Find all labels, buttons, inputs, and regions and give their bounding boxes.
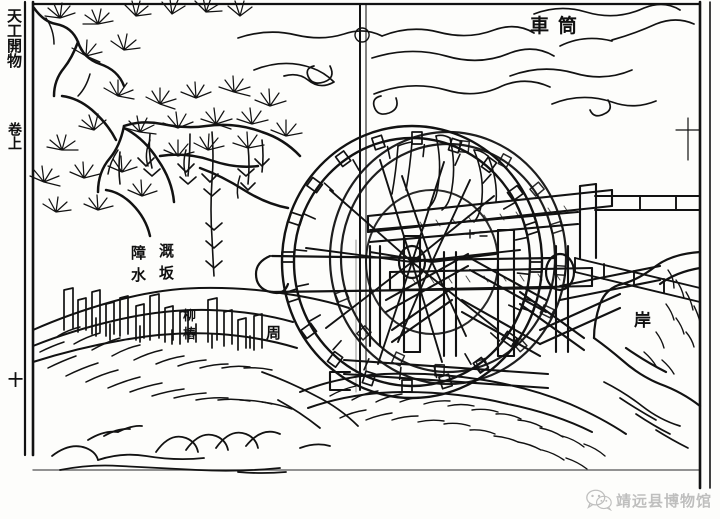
water-ripples: [51, 424, 331, 474]
river-bank-right: [592, 250, 702, 449]
label-an: 岸: [634, 310, 651, 331]
plate-title: 車 筒: [530, 14, 577, 37]
label-gai-ban-2: 坂: [159, 264, 175, 282]
wooden-stake-fence: [63, 287, 263, 351]
pine-tree: [29, 0, 303, 277]
sky-clouds: [237, 3, 695, 117]
scene-labels: 障 水 溉 坂 柳 樁 周 岸: [131, 242, 651, 342]
water-flume: [574, 195, 701, 303]
page-number-text: 十: [8, 371, 23, 389]
watermark: 靖远县博物馆: [586, 489, 712, 511]
hanging-pine-sprays: [118, 131, 270, 277]
label-zhou: 周: [266, 324, 281, 342]
timber-frame: [328, 182, 662, 392]
label-zhang-shui-2: 水: [131, 266, 147, 284]
plate-title-glyph-1: 車: [530, 14, 549, 37]
wechat-icon: [586, 489, 612, 511]
source-title-text: 天工開物: [5, 8, 23, 69]
beam-inscription: [465, 229, 488, 239]
watermark-label: 靖远县博物馆: [615, 491, 712, 510]
label-liu-zhuang-2: 樁: [183, 326, 197, 342]
volume-mark-text: 卷上: [6, 121, 23, 150]
bank-hatching: [39, 326, 293, 410]
label-liu-zhuang-1: 柳: [183, 308, 196, 324]
label-zhang-shui-1: 障: [131, 244, 146, 262]
bank-lower-edge: [261, 371, 359, 429]
label-gai-ban-1: 溉: [159, 242, 174, 260]
plate-title-glyph-2: 筒: [558, 14, 577, 37]
page-border-frame: [23, 0, 711, 490]
river-bank-left: [32, 286, 350, 410]
beam-shading: [411, 205, 569, 285]
source-title-margin: 天工開物 卷上 十: [5, 8, 23, 389]
pine-needle-clusters: [29, 0, 303, 213]
bamboo-water-tubes: [391, 134, 498, 223]
wheel-paddles: [281, 131, 543, 393]
